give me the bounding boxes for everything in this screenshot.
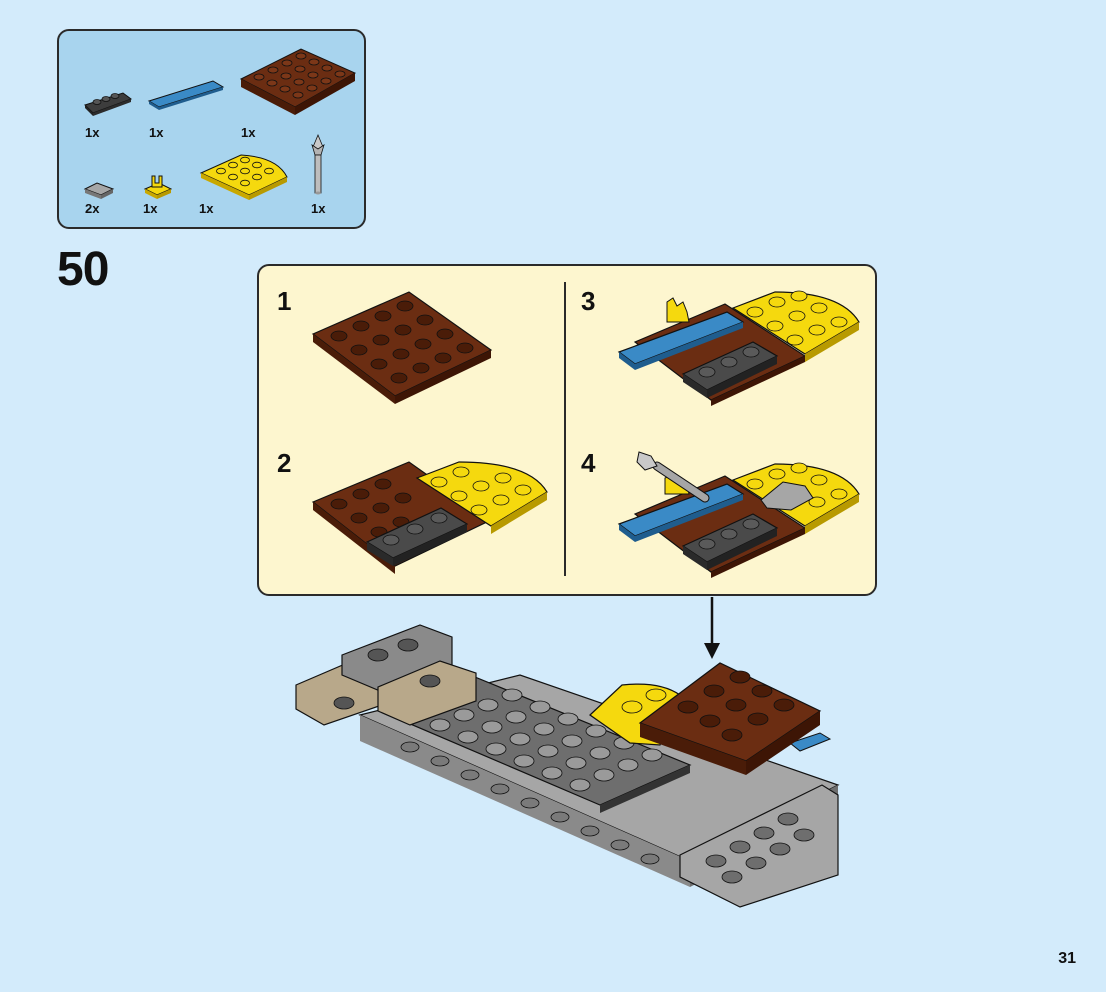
yellow-round-plate-icon [197, 149, 293, 205]
brown-plate-icon [239, 43, 359, 125]
part-qty: 1x [241, 125, 255, 140]
page-number: 31 [1058, 950, 1076, 968]
part-qty: 1x [311, 201, 325, 216]
part-qty: 1x [149, 125, 163, 140]
part-qty: 1x [85, 125, 99, 140]
substep-number: 4 [581, 448, 595, 479]
blue-tile-icon [147, 75, 227, 115]
dark-gray-plate-icon [83, 87, 133, 117]
part-qty: 2x [85, 201, 99, 216]
yellow-clip-icon [143, 171, 175, 201]
part-qty: 1x [199, 201, 213, 216]
parts-list-box: 1x 1x 1x 2x 1x [57, 29, 366, 229]
step-number: 50 [57, 242, 108, 297]
substep-2-image [309, 456, 559, 582]
substep-1-image [309, 286, 499, 406]
substep-number: 1 [277, 286, 291, 317]
part-qty: 1x [143, 201, 157, 216]
substep-3-image [615, 282, 865, 408]
main-model-image [290, 615, 850, 915]
substep-number: 2 [277, 448, 291, 479]
gray-weapon-pole-icon [307, 133, 329, 199]
gray-slope-icon [83, 179, 117, 201]
sub-assembly-callout: 1 2 3 4 [257, 264, 877, 596]
substep-number: 3 [581, 286, 595, 317]
substep-4-image [615, 444, 865, 580]
callout-divider [564, 282, 566, 576]
